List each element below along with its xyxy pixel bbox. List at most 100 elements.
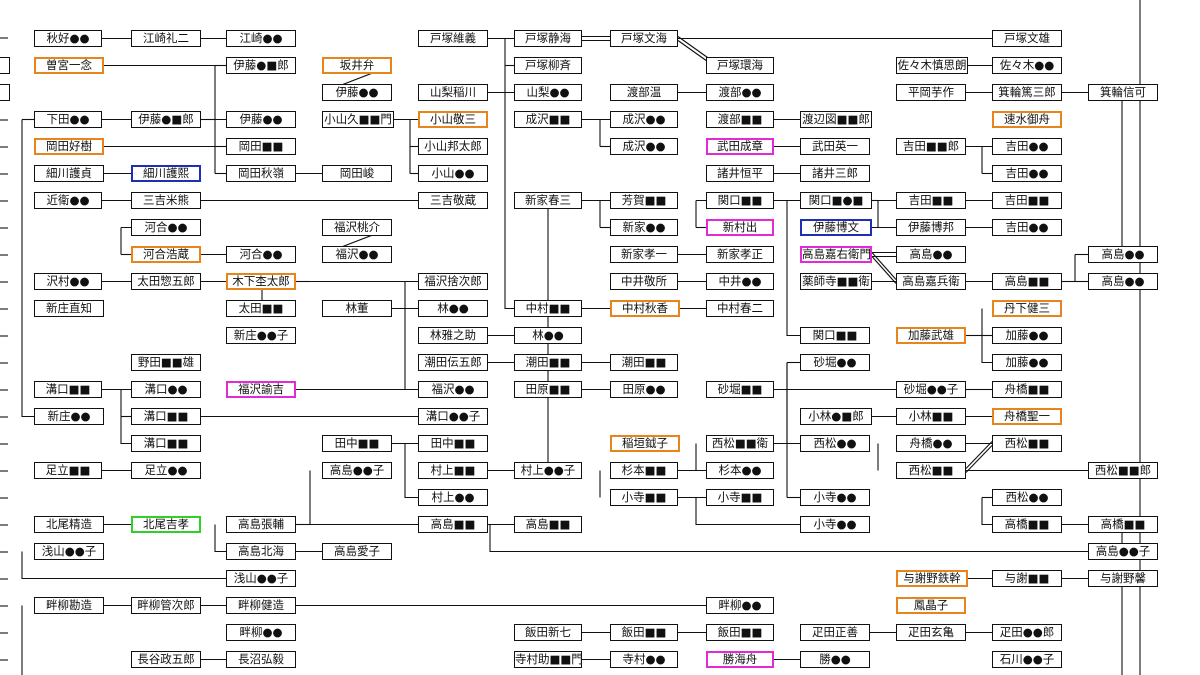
person-node: 岡田秋嶺 xyxy=(226,165,296,182)
person-node: 高島●●子 xyxy=(1088,543,1158,560)
person-node: 新庄●● xyxy=(34,408,104,425)
person-node: 曽宮一念 xyxy=(34,57,104,74)
person-node: 新村出 xyxy=(706,219,774,236)
connector-line xyxy=(21,551,226,580)
person-node: 疋田●●郎 xyxy=(992,624,1062,641)
person-node: 高島嘉右衛門 xyxy=(800,246,872,263)
person-node: 小山邦太郎 xyxy=(418,138,488,155)
person-node: 高島●●子 xyxy=(322,462,392,479)
person-node: ●● xyxy=(0,57,10,74)
person-node: 関口■●■ xyxy=(800,192,872,209)
person-node: 箕輪信可 xyxy=(1088,84,1158,101)
person-node: ■● xyxy=(0,84,10,101)
person-node: 高島●● xyxy=(896,246,966,263)
person-node: 寺村助■■門 xyxy=(514,651,582,668)
person-node: 吉田■■郎 xyxy=(896,138,966,155)
person-node: 小林●■郎 xyxy=(800,408,872,425)
person-node: 勝●● xyxy=(800,651,870,668)
person-node: 福沢●● xyxy=(322,246,392,263)
person-node: 太田■■ xyxy=(226,300,296,317)
person-node: 成沢●● xyxy=(610,138,678,155)
person-node: 畔柳●● xyxy=(706,597,774,614)
person-node: 細川護熙 xyxy=(131,165,201,182)
person-node: 渡辺図■■郎 xyxy=(800,111,872,128)
person-node: 飯田新七 xyxy=(514,624,582,641)
person-node: 田中■■ xyxy=(418,435,488,452)
person-node: 高橋■■ xyxy=(992,516,1062,533)
person-node: 吉田■■ xyxy=(896,192,966,209)
person-node: 戸塚文雄 xyxy=(992,30,1062,47)
person-node: 江崎●● xyxy=(226,30,296,47)
person-node: 潮田■■ xyxy=(514,354,582,371)
person-node: 三吉米熊 xyxy=(131,192,201,209)
person-node: 高島北海 xyxy=(226,543,296,560)
person-node: 近衛●● xyxy=(34,192,102,209)
person-node: 戸塚文海 xyxy=(610,30,678,47)
person-node: 西松■■郎 xyxy=(1088,462,1158,479)
connector-line xyxy=(965,441,993,469)
person-node: 溝口■■ xyxy=(131,435,201,452)
person-node: 砂堀●●子 xyxy=(896,381,966,398)
person-node: 諸井恒平 xyxy=(706,165,774,182)
person-node: 伊藤●● xyxy=(226,111,296,128)
person-node: 高島■■ xyxy=(992,273,1062,290)
person-node: 伊藤●● xyxy=(322,84,392,101)
person-node: 北尾精造 xyxy=(34,516,104,533)
person-node: 岡田好樹 xyxy=(34,138,104,155)
person-node: 潮田■■ xyxy=(610,354,678,371)
person-node: 林董 xyxy=(322,300,392,317)
connector-line xyxy=(981,308,992,364)
person-node: 山梨稲川 xyxy=(418,84,488,101)
person-node: 杉本●● xyxy=(706,462,774,479)
person-node: 高島●● xyxy=(1088,273,1158,290)
connector-line xyxy=(489,524,1088,553)
person-node: 戸塚静海 xyxy=(514,30,582,47)
person-node: 渡部温 xyxy=(610,84,678,101)
person-node: 与謝野鉄幹 xyxy=(896,570,968,587)
person-node: 芳賀■■ xyxy=(610,192,678,209)
person-node: 稲垣鉞子 xyxy=(610,435,680,452)
person-node: 寺村●● xyxy=(610,651,678,668)
person-node: 西松●● xyxy=(992,489,1062,506)
person-node: 新家孝一 xyxy=(610,246,678,263)
connector-line xyxy=(504,65,514,310)
person-node: 潮田伝五郎 xyxy=(418,354,488,371)
person-node: 長沼弘毅 xyxy=(226,651,296,668)
person-node: 中井敬所 xyxy=(610,273,678,290)
person-node: 薬師寺■■衛 xyxy=(800,273,872,290)
person-node: 中村春二 xyxy=(706,300,774,317)
person-node: 武田成章 xyxy=(706,138,774,155)
person-node: 福沢桃介 xyxy=(322,219,392,236)
person-node: 太田惣五郎 xyxy=(131,273,201,290)
person-node: 飯田■■ xyxy=(610,624,678,641)
person-node: 吉田●● xyxy=(992,165,1062,182)
person-node: 高島●● xyxy=(1088,246,1158,263)
person-node: 伊藤博邦 xyxy=(896,219,966,236)
person-node: 高島■■ xyxy=(418,516,488,533)
person-node: 武田英一 xyxy=(800,138,870,155)
person-node: 坂井弁 xyxy=(322,57,392,74)
person-node: 河合●● xyxy=(131,219,201,236)
connector-line xyxy=(871,256,897,284)
person-node: 福沢●● xyxy=(418,381,488,398)
person-node: 勝海舟 xyxy=(706,651,774,668)
person-node: 小山●● xyxy=(418,165,488,182)
connector-line xyxy=(965,445,993,473)
person-node: 箕輪篤三郎 xyxy=(992,84,1062,101)
person-node: 溝口■■ xyxy=(34,381,102,398)
connector-line xyxy=(214,524,226,553)
person-node: 高島■■ xyxy=(514,516,582,533)
person-node: 佐々木●● xyxy=(992,57,1062,74)
person-node: 秋好●● xyxy=(34,30,102,47)
person-node: 舟橋●● xyxy=(896,435,966,452)
person-node: 田原●● xyxy=(610,381,678,398)
person-node: 新庄●●子 xyxy=(226,327,296,344)
person-node: 林●● xyxy=(514,327,582,344)
person-node: 中村秋香 xyxy=(610,300,680,317)
person-node: 細川護貞 xyxy=(34,165,104,182)
person-node: 渡部●● xyxy=(706,84,774,101)
connector-line xyxy=(786,200,800,337)
person-node: 林●● xyxy=(418,300,488,317)
person-node: 西松●● xyxy=(800,435,870,452)
